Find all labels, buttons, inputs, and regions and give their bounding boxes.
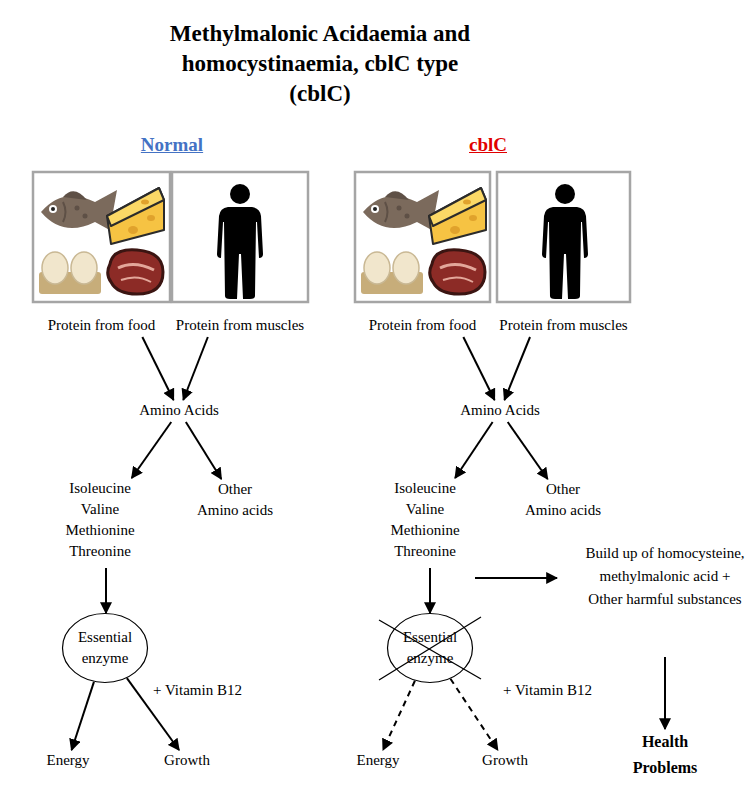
- body-picture: [217, 184, 263, 299]
- outcome-text: Growth: [475, 750, 535, 772]
- node-text: Energy: [38, 750, 98, 771]
- flow-arrow: [508, 422, 548, 479]
- flow-arrow: [105, 568, 107, 613]
- node-text: Energy: [348, 750, 408, 771]
- section-heading: cblC: [438, 134, 538, 156]
- flow-arrow: [475, 577, 557, 579]
- step-text: Amino Acids: [129, 400, 229, 422]
- node-text: Growth: [475, 750, 535, 771]
- muscle-picture-box: Protein from muscles: [497, 172, 630, 337]
- section-heading: Normal: [122, 134, 222, 156]
- node-text: Amino Acids: [129, 400, 229, 421]
- diagram-title: Methylmalonic Acidaemia and homocystinae…: [150, 19, 490, 109]
- flow-arrow: [455, 422, 493, 478]
- node-text: Essential enzyme: [62, 627, 148, 669]
- muscle-picture-box: Protein from muscles: [172, 172, 308, 337]
- step-text: Other Amino acids: [168, 479, 302, 523]
- food-picture: [39, 188, 164, 294]
- blocked-enzyme-ellipse: Essential enzyme: [387, 613, 473, 683]
- node-text: Other Amino acids: [524, 479, 602, 521]
- picture-caption: Protein from muscles: [499, 315, 627, 336]
- buildup-text: Build up of homocysteine, methylmalonic …: [557, 542, 745, 657]
- ellipse-shape: [388, 614, 473, 683]
- cofactor-label: + Vitamin B12: [153, 679, 268, 701]
- flow-arrow: [504, 337, 530, 400]
- outcome-text: Energy: [348, 750, 408, 772]
- flow-arrow: [132, 422, 172, 478]
- flow-arrow: [463, 337, 494, 400]
- step-text: Amino Acids: [450, 400, 550, 422]
- food-picture: [361, 188, 486, 294]
- node-text: Isoleucine Valine Methionine Threonine: [375, 478, 475, 562]
- flow-arrow: [183, 337, 208, 400]
- flow-arrow: [72, 682, 94, 750]
- ellipse-outline: [62, 613, 148, 683]
- node-text: Essential enzyme: [387, 627, 473, 669]
- node-text: Growth: [157, 750, 217, 771]
- node-text: Amino Acids: [450, 400, 550, 421]
- picture-caption: Protein from food: [369, 315, 476, 336]
- outcome-text: Growth: [157, 750, 217, 772]
- picture-frame: [355, 172, 490, 302]
- ellipse-shape: [63, 614, 148, 683]
- enzyme-ellipse: Essential enzyme: [62, 613, 148, 683]
- dashed-arrow: [383, 681, 415, 750]
- dashed-arrow: [450, 679, 497, 750]
- food-picture-box: Protein from food: [355, 172, 490, 337]
- flow-arrow: [186, 422, 221, 479]
- ellipse-outline: [387, 613, 473, 683]
- result-text: Health Problems: [620, 729, 710, 781]
- picture-caption: Protein from food: [48, 315, 155, 336]
- cofactor-label: + Vitamin B12: [503, 679, 618, 701]
- step-text: Other Amino acids: [496, 479, 630, 523]
- amino-acid-list: Isoleucine Valine Methionine Threonine: [50, 478, 150, 568]
- body-picture: [542, 184, 588, 299]
- node-text: Build up of homocysteine, methylmalonic …: [585, 542, 745, 611]
- node-text: Other Amino acids: [196, 479, 274, 521]
- flow-arrow: [142, 337, 173, 400]
- node-text: Isoleucine Valine Methionine Threonine: [50, 478, 150, 562]
- outcome-text: Energy: [38, 750, 98, 772]
- food-picture-box: Protein from food: [33, 172, 170, 337]
- picture-frame: [172, 172, 308, 302]
- flow-arrow: [664, 657, 666, 729]
- picture-caption: Protein from muscles: [176, 315, 304, 336]
- picture-frame: [497, 172, 630, 302]
- flow-arrow: [429, 568, 431, 613]
- node-text: Health Problems: [620, 729, 710, 781]
- cross-out-line: [379, 617, 481, 680]
- amino-acid-list: Isoleucine Valine Methionine Threonine: [375, 478, 475, 568]
- flow-arrow: [127, 678, 179, 750]
- picture-frame: [33, 172, 170, 302]
